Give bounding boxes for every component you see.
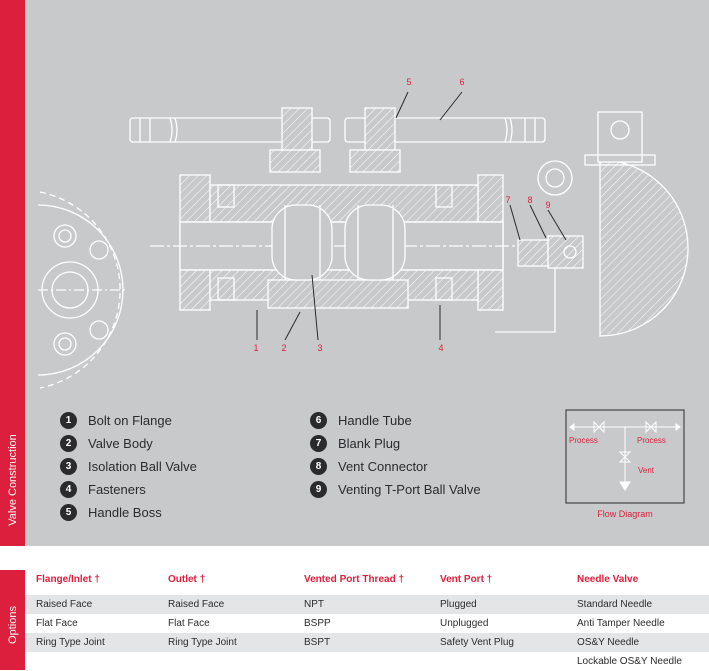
table-cell: Ring Type Joint xyxy=(36,637,105,648)
table-cell: Raised Face xyxy=(168,599,225,610)
table-cell: Plugged xyxy=(440,599,477,610)
legend-number-badge: 1 xyxy=(60,411,77,429)
legend-number-badge: 3 xyxy=(60,457,77,475)
valve-symbol-vent-icon xyxy=(618,451,632,463)
options-header-vented-port-thread: Vented Port Thread † xyxy=(304,574,405,585)
construction-side-bar xyxy=(0,0,25,546)
legend-item-6: 6 Handle Tube xyxy=(310,410,412,430)
valve-symbol-left-icon xyxy=(593,420,605,434)
flow-diagram xyxy=(565,409,685,504)
legend-number-badge: 2 xyxy=(60,434,77,452)
legend-number-badge: 9 xyxy=(310,480,327,498)
callout-leaders xyxy=(256,91,567,341)
table-cell: Standard Needle xyxy=(577,599,653,610)
table-cell: Safety Vent Plug xyxy=(440,637,514,648)
vent-arrow-icon xyxy=(619,481,631,491)
process-arrow-right-icon xyxy=(675,423,681,431)
options-header-needle-valve: Needle Valve xyxy=(577,574,639,585)
table-row: Flat Face Flat Face BSPP Unplugged Anti … xyxy=(25,614,709,633)
process-arrow-left-icon xyxy=(569,423,575,431)
table-cell: Flat Face xyxy=(36,618,78,629)
legend-item-5: 5 Handle Boss xyxy=(60,502,162,522)
legend-label: Venting T-Port Ball Valve xyxy=(338,481,481,497)
legend-item-8: 8 Vent Connector xyxy=(310,456,428,476)
table-cell: Ring Type Joint xyxy=(168,637,237,648)
construction-side-label: Valve Construction xyxy=(6,434,19,526)
options-header-flange-inlet: Flange/Inlet † xyxy=(36,574,100,585)
callout-3: 3 xyxy=(317,343,322,353)
handle-assembly xyxy=(129,107,546,173)
table-row: Ring Type Joint Ring Type Joint BSPT Saf… xyxy=(25,633,709,652)
legend-item-4: 4 Fasteners xyxy=(60,479,146,499)
legend-label: Bolt on Flange xyxy=(88,412,172,428)
flow-process-left-label: Process xyxy=(569,436,598,445)
vent-side-view xyxy=(495,111,689,337)
table-row: Lockable OS&Y Needle xyxy=(25,652,709,671)
callout-5: 5 xyxy=(406,77,411,87)
flow-diagram-caption: Flow Diagram xyxy=(597,509,653,519)
callout-4: 4 xyxy=(438,343,443,353)
flow-process-right-label: Process xyxy=(637,436,666,445)
legend-label: Vent Connector xyxy=(338,458,428,474)
options-table: Flange/Inlet † Outlet † Vented Port Thre… xyxy=(25,570,709,670)
callout-8: 8 xyxy=(527,195,532,205)
options-side-bar xyxy=(0,570,25,670)
valve-symbol-right-icon xyxy=(645,420,657,434)
table-cell: Unplugged xyxy=(440,618,489,629)
legend-item-2: 2 Valve Body xyxy=(60,433,153,453)
callout-6: 6 xyxy=(459,77,464,87)
options-header-vent-port: Vent Port † xyxy=(440,574,493,585)
legend-label: Handle Boss xyxy=(88,504,162,520)
legend-number-badge: 6 xyxy=(310,411,327,429)
flow-vent-label: Vent xyxy=(638,466,655,475)
valve-body-section xyxy=(150,174,530,311)
options-side-label: Options xyxy=(6,606,19,644)
legend-item-3: 3 Isolation Ball Valve xyxy=(60,456,197,476)
flange-face-view xyxy=(37,191,128,389)
legend-label: Handle Tube xyxy=(338,412,412,428)
callout-2: 2 xyxy=(281,343,286,353)
legend-label: Blank Plug xyxy=(338,435,401,451)
table-row: Raised Face Raised Face NPT Plugged Stan… xyxy=(25,595,709,614)
legend-number-badge: 8 xyxy=(310,457,327,475)
table-cell: Flat Face xyxy=(168,618,210,629)
legend-label: Valve Body xyxy=(88,435,153,451)
callout-1: 1 xyxy=(253,343,258,353)
legend-label: Isolation Ball Valve xyxy=(88,458,197,474)
legend-item-9: 9 Venting T-Port Ball Valve xyxy=(310,479,481,499)
legend-number-badge: 7 xyxy=(310,434,327,452)
legend-item-1: 1 Bolt on Flange xyxy=(60,410,172,430)
options-header-outlet: Outlet † xyxy=(168,574,206,585)
callout-7: 7 xyxy=(505,195,510,205)
callout-9: 9 xyxy=(545,200,550,210)
table-cell: BSPP xyxy=(304,618,331,629)
legend-item-7: 7 Blank Plug xyxy=(310,433,400,453)
legend-number-badge: 4 xyxy=(60,480,77,498)
table-cell: Anti Tamper Needle xyxy=(577,618,665,629)
table-cell: Raised Face xyxy=(36,599,93,610)
legend-label: Fasteners xyxy=(88,481,146,497)
table-cell: NPT xyxy=(304,599,324,610)
legend-number-badge: 5 xyxy=(60,503,77,521)
table-cell: Lockable OS&Y Needle xyxy=(577,656,682,667)
table-cell: BSPT xyxy=(304,637,331,648)
valve-cross-section-drawing: 1 2 3 4 5 6 7 8 9 Process Process Vent xyxy=(37,77,689,504)
table-cell: OS&Y Needle xyxy=(577,637,640,648)
